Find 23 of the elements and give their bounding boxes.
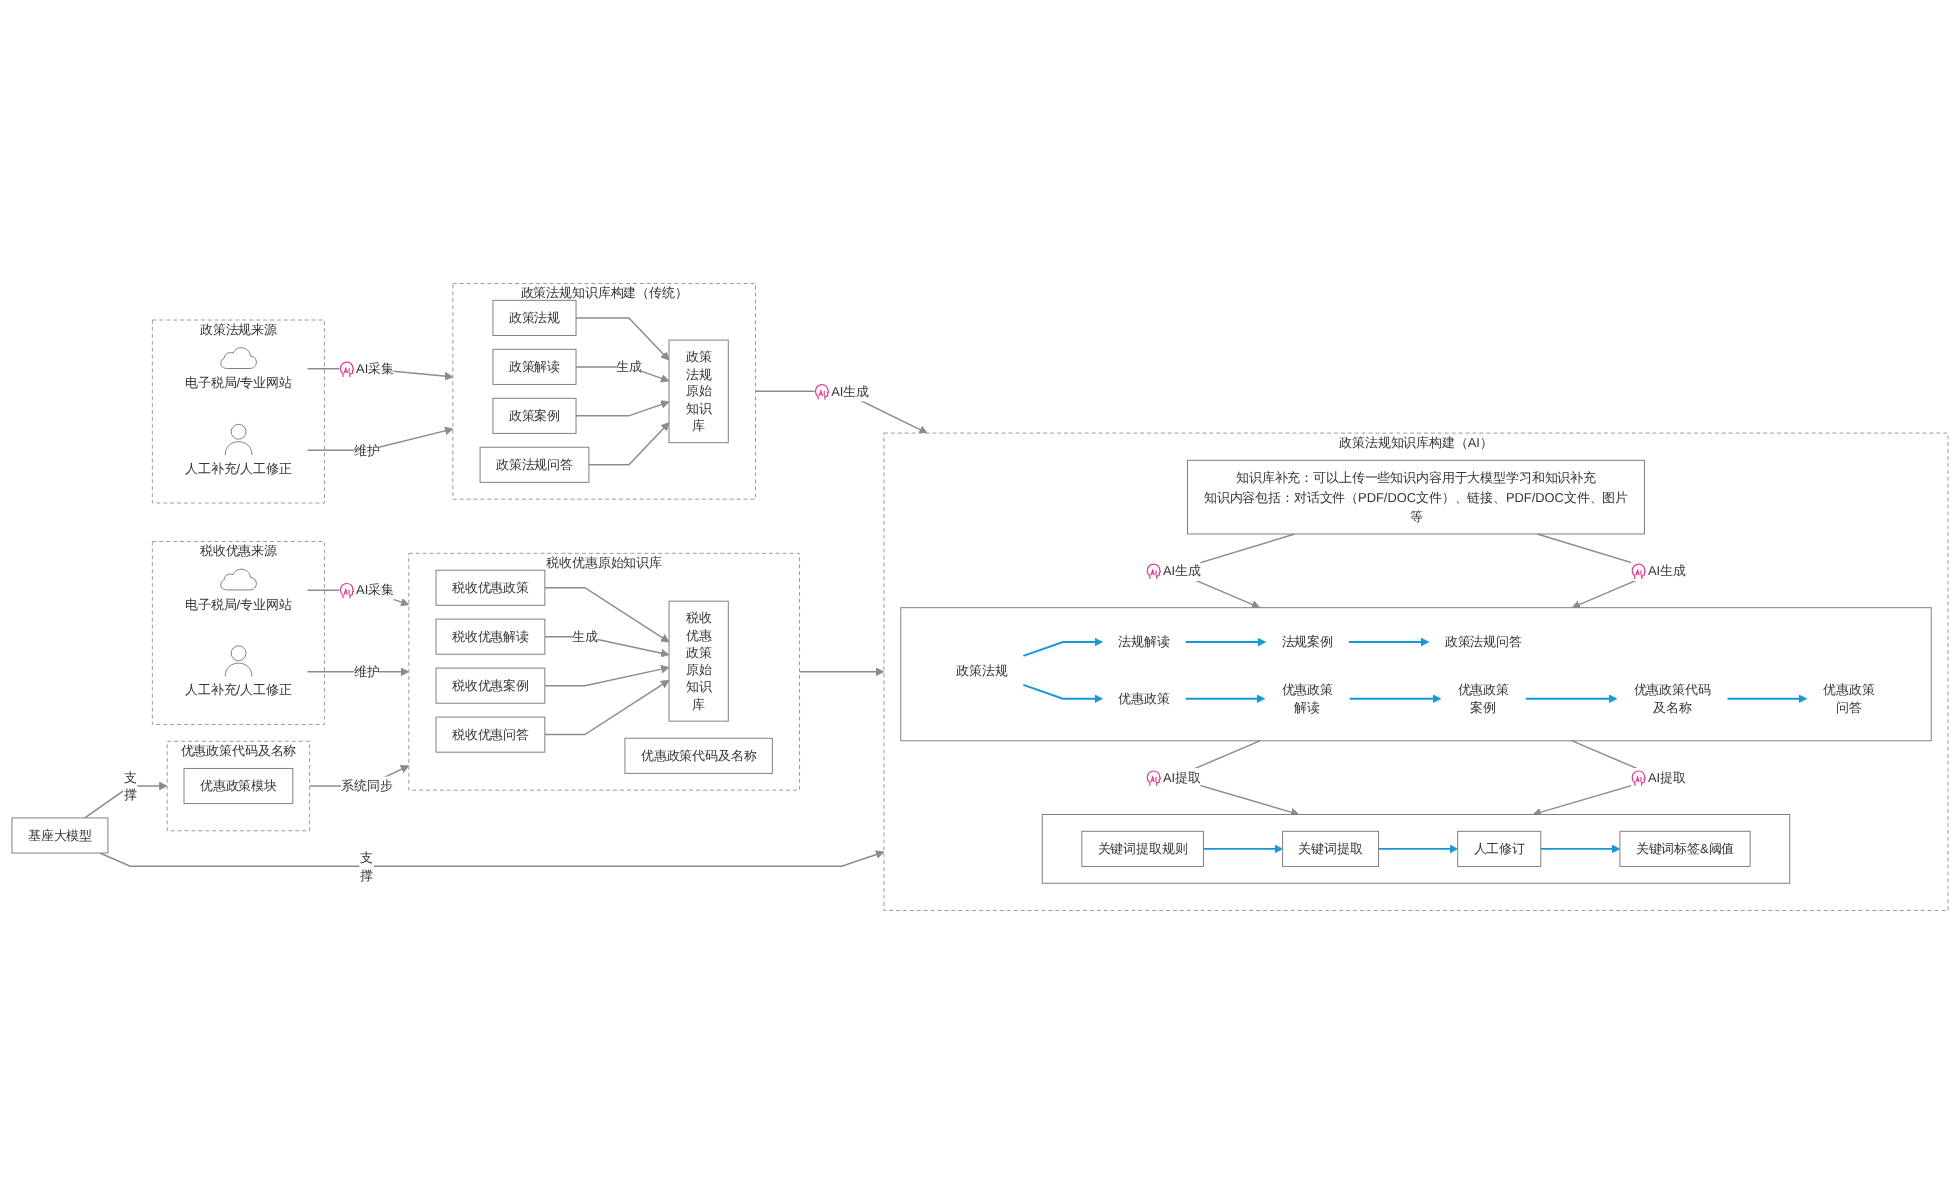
cluster bbox=[1041, 814, 1791, 884]
arrow bbox=[1022, 683, 1103, 704]
arrow bbox=[84, 781, 168, 819]
arrow bbox=[798, 667, 885, 677]
arrow bbox=[1022, 637, 1103, 657]
arrow bbox=[1184, 637, 1267, 647]
arrow bbox=[1347, 637, 1430, 647]
arrow bbox=[1184, 694, 1266, 704]
arrow bbox=[1524, 694, 1618, 704]
arrow bbox=[1726, 694, 1808, 704]
arrow bbox=[544, 679, 670, 736]
arrow bbox=[544, 664, 670, 687]
cluster bbox=[900, 607, 1932, 742]
arrow bbox=[1348, 694, 1442, 704]
arrow bbox=[588, 422, 670, 466]
arrow bbox=[99, 850, 885, 867]
arrow bbox=[544, 587, 670, 643]
arrow bbox=[575, 400, 670, 417]
arrow bbox=[1539, 844, 1621, 854]
arrow bbox=[1202, 844, 1283, 854]
arrow bbox=[575, 317, 670, 361]
arrow bbox=[544, 635, 670, 658]
arrow bbox=[1377, 844, 1459, 854]
